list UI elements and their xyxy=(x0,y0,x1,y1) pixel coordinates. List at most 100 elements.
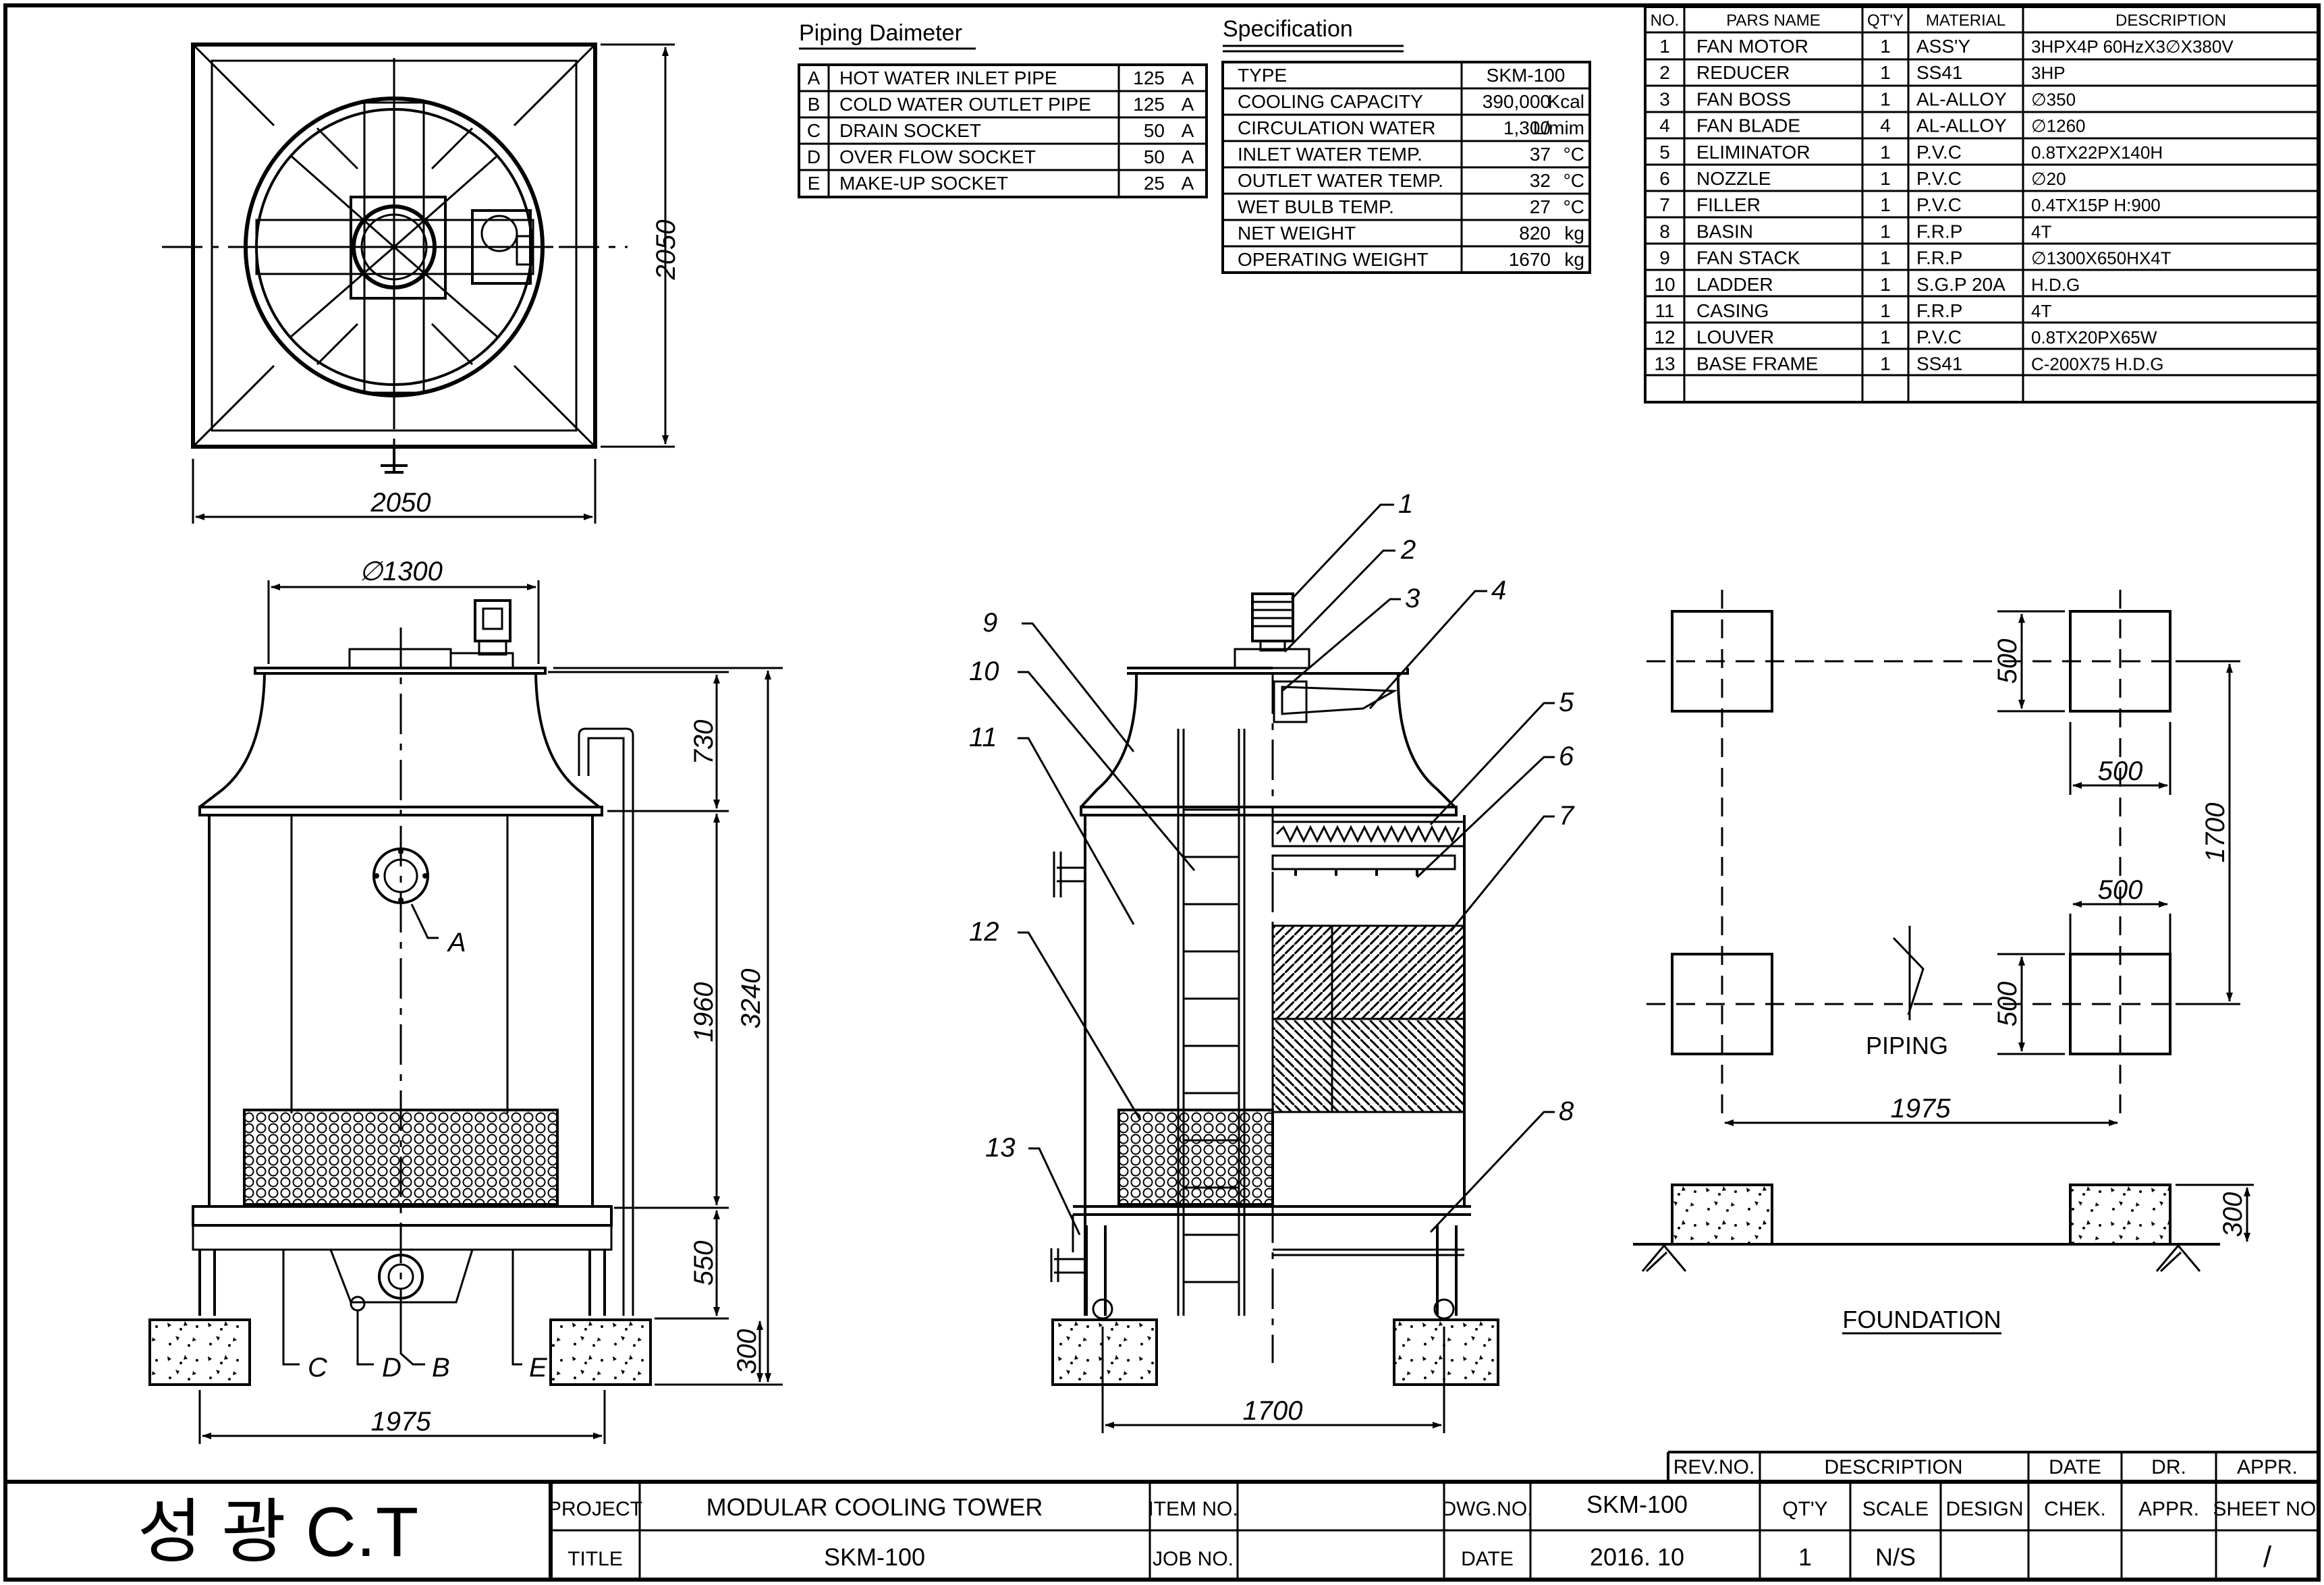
piping-size: 50 xyxy=(1144,120,1165,141)
parts-material: AL-ALLOY xyxy=(1916,115,2007,136)
parts-qty: 1 xyxy=(1880,142,1891,163)
parts-header-desc: DESCRIPTION xyxy=(2115,11,2226,30)
parts-no: 12 xyxy=(1654,327,1675,347)
parts-name: BASE FRAME xyxy=(1696,353,1818,374)
parts-material: F.R.P xyxy=(1916,300,1962,321)
dim-h730: 730 xyxy=(689,720,719,765)
piping-name: MAKE-UP SOCKET xyxy=(839,173,1008,194)
callout-3: 3 xyxy=(1405,584,1420,613)
spec-label: OPERATING WEIGHT xyxy=(1238,249,1429,270)
parts-desc: ∅1260 xyxy=(2031,116,2086,136)
parts-no: 9 xyxy=(1659,248,1670,269)
parts-qty: 1 xyxy=(1880,248,1891,269)
spec-unit: °C xyxy=(1564,144,1584,165)
callout-4: 4 xyxy=(1491,576,1506,605)
parts-name: LOUVER xyxy=(1696,327,1774,347)
spec-label: TYPE xyxy=(1238,65,1287,86)
spec-title: Specification xyxy=(1223,16,1353,42)
spec-value: 1,300 xyxy=(1503,117,1551,138)
parts-material: AL-ALLOY xyxy=(1916,88,2007,109)
parts-material: SS41 xyxy=(1916,353,1963,374)
rev-date-label: DATE xyxy=(2049,1456,2101,1478)
piping-name: OVER FLOW SOCKET xyxy=(839,146,1036,167)
appr-label: APPR. xyxy=(2138,1498,2199,1520)
parts-no: 13 xyxy=(1654,353,1675,374)
parts-no: 11 xyxy=(1655,300,1674,321)
parts-desc: 3HP xyxy=(2031,63,2066,83)
spec-unit: kg xyxy=(1564,223,1584,244)
spec-value: 820 xyxy=(1519,223,1551,244)
spec-label: OUTLET WATER TEMP. xyxy=(1238,170,1443,191)
parts-desc: 4T xyxy=(2031,221,2051,242)
project-value: MODULAR COOLING TOWER xyxy=(707,1493,1043,1521)
dim-h1960: 1960 xyxy=(689,982,719,1042)
parts-qty: 1 xyxy=(1880,300,1891,321)
spec-unit: Kcal xyxy=(1548,91,1584,112)
parts-name: REDUCER xyxy=(1696,62,1790,83)
dim-f1975: 1975 xyxy=(1891,1094,1952,1123)
date-value: 2016. 10 xyxy=(1590,1543,1684,1571)
label-piping: PIPING xyxy=(1866,1032,1948,1059)
piping-name: HOT WATER INLET PIPE xyxy=(839,67,1057,88)
dim-front-width: 1975 xyxy=(371,1407,432,1437)
piping-code: E xyxy=(808,173,821,194)
piping-table: Piping Daimeter A HOT WATER INLET PIPE 125… xyxy=(798,20,1208,198)
parts-qty: 1 xyxy=(1880,327,1891,347)
date-label: DATE xyxy=(1461,1548,1514,1570)
parts-no: 2 xyxy=(1659,62,1670,83)
callout-13: 13 xyxy=(985,1133,1016,1163)
scale-label: SCALE xyxy=(1862,1498,1929,1520)
parts-header-name: PARS NAME xyxy=(1726,11,1821,30)
dwg-no-label: DWG.NO. xyxy=(1442,1498,1533,1520)
spec-label: WET BULB TEMP. xyxy=(1238,196,1394,217)
spec-label: CIRCULATION WATER xyxy=(1238,117,1435,138)
parts-desc: 3HPX4P 60HzX3∅X380V xyxy=(2031,36,2234,57)
design-label: DESIGN xyxy=(1945,1498,2023,1520)
parts-no: 3 xyxy=(1659,88,1670,109)
parts-desc: ∅20 xyxy=(2031,169,2066,189)
parts-desc: 0.8TX22PX140H xyxy=(2031,142,2163,163)
callout-12: 12 xyxy=(969,917,999,947)
callout-1: 1 xyxy=(1398,489,1413,519)
parts-no: 8 xyxy=(1659,221,1670,242)
piping-unit: A xyxy=(1182,120,1194,141)
top-view: 2050 2050 xyxy=(162,43,681,524)
parts-no: 6 xyxy=(1659,168,1670,189)
dim-f500c: 500 xyxy=(2098,875,2143,905)
rev-no-label: REV.NO. xyxy=(1673,1456,1755,1478)
parts-no: 5 xyxy=(1659,142,1670,163)
piping-title: Piping Daimeter xyxy=(799,20,962,46)
spec-value: SKM-100 xyxy=(1487,65,1566,86)
piping-size: 125 xyxy=(1133,67,1165,88)
parts-qty: 1 xyxy=(1880,88,1891,109)
piping-code: D xyxy=(807,146,821,167)
parts-qty: 4 xyxy=(1880,115,1891,136)
spec-value: 1670 xyxy=(1509,249,1551,270)
title-value: SKM-100 xyxy=(824,1543,925,1571)
parts-name: FAN BLADE xyxy=(1696,115,1800,136)
parts-name: CASING xyxy=(1696,300,1769,321)
piping-code: A xyxy=(808,67,821,88)
front-view: A C D B E ∅1300 730 1960 xyxy=(148,557,783,1444)
scale-value: N/S xyxy=(1875,1543,1916,1571)
parts-header-no: NO. xyxy=(1651,11,1680,30)
spec-value: 27 xyxy=(1530,196,1551,217)
dim-f300: 300 xyxy=(2218,1192,2248,1238)
parts-no: 7 xyxy=(1659,194,1670,215)
title-label: TITLE xyxy=(568,1548,623,1570)
parts-material: SS41 xyxy=(1916,62,1963,83)
rev-desc-label: DESCRIPTION xyxy=(1824,1456,1962,1478)
dim-top-width: 2050 xyxy=(370,488,431,518)
piping-name: COLD WATER OUTLET PIPE xyxy=(839,94,1091,115)
parts-desc: ∅350 xyxy=(2031,89,2076,109)
spec-value: 390,000 xyxy=(1483,91,1551,112)
chek-label: CHEK. xyxy=(2044,1498,2106,1520)
callout-8: 8 xyxy=(1559,1096,1574,1126)
piping-size: 25 xyxy=(1144,173,1165,194)
spec-label: NET WEIGHT xyxy=(1238,223,1356,244)
dim-side-width: 1700 xyxy=(1243,1396,1303,1426)
parts-material: P.V.C xyxy=(1916,194,1962,215)
parts-name: NOZZLE xyxy=(1696,168,1771,189)
piping-unit: A xyxy=(1182,67,1194,88)
